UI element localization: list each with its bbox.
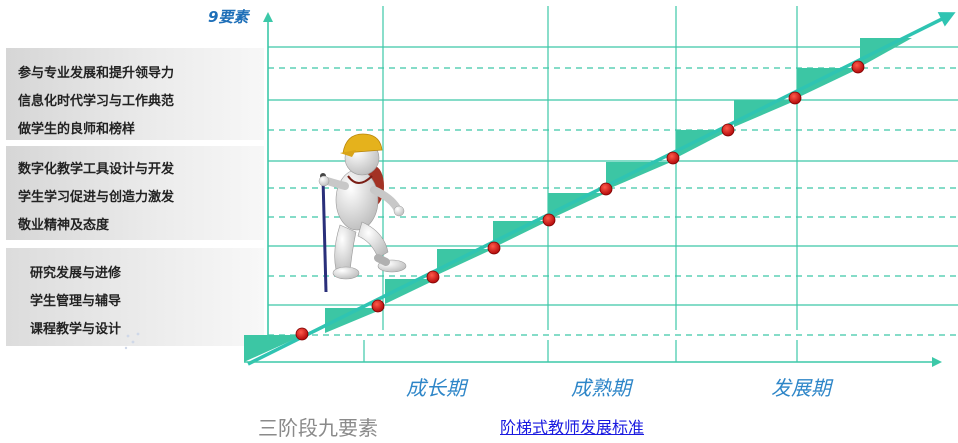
element-label: 信息化时代学习与工作典范 xyxy=(18,94,175,109)
element-label: 课程教学与设计 xyxy=(30,322,122,337)
element-label: 敬业精神及态度 xyxy=(18,218,110,233)
phase-label-development: 发展期 xyxy=(771,376,831,400)
element-label: 数字化教学工具设计与开发 xyxy=(18,162,175,177)
climbing-teacher-figure xyxy=(318,133,407,293)
element-group-top xyxy=(6,48,264,140)
element-label: 做学生的良师和榜样 xyxy=(18,122,136,137)
element-label: 学生学习促进与创造力激发 xyxy=(18,190,175,205)
element-group-bottom xyxy=(6,248,264,346)
grid-vertical xyxy=(363,6,798,362)
y-axis-title: 9要素 xyxy=(208,8,249,26)
element-label: 参与专业发展和提升领导力 xyxy=(18,66,175,81)
milestone-dots xyxy=(295,60,865,341)
caption-text: 三阶段九要素 xyxy=(258,416,378,440)
phase-label-mature: 成熟期 xyxy=(571,376,631,400)
element-label: 研究发展与进修 xyxy=(30,266,122,281)
element-label: 学生管理与辅导 xyxy=(30,294,122,309)
standard-link[interactable]: 阶梯式教师发展标准 xyxy=(500,418,645,437)
element-group-middle xyxy=(6,146,264,240)
sparkle-decoration xyxy=(124,332,140,350)
phase-label-growth: 成长期 xyxy=(406,376,466,400)
staircase-steps xyxy=(244,38,912,362)
